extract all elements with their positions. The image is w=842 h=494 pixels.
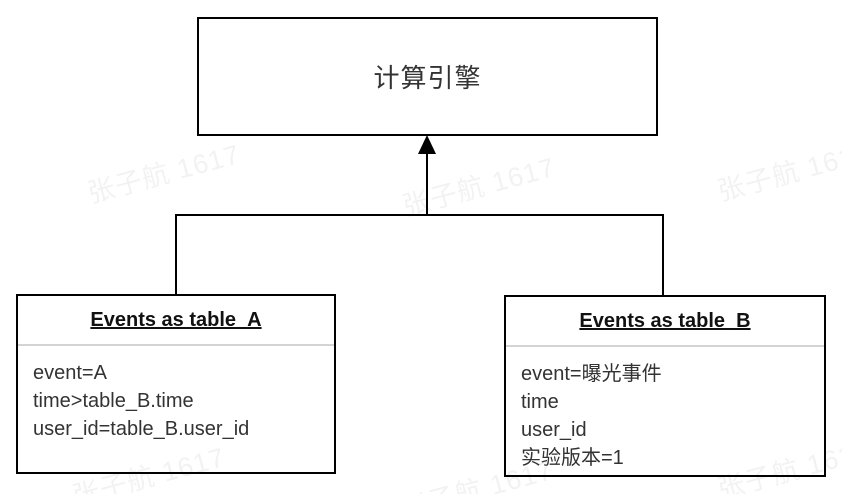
table-row: user_id=table_B.user_id <box>33 418 250 440</box>
connector-left-vertical-line <box>175 214 177 296</box>
table-row: time>table_B.time <box>33 390 194 412</box>
engine-node: 计算引擎 <box>197 17 658 136</box>
table-row: 实验版本=1 <box>521 447 624 469</box>
watermark-text: 张子航 1617 <box>714 137 842 207</box>
table-a-node: Events as table_A event=A time>table_B.t… <box>16 294 336 474</box>
table-a-title: Events as table_A <box>18 296 334 346</box>
engine-node-label: 计算引擎 <box>373 63 482 93</box>
arrow-up-icon <box>418 135 436 154</box>
connector-horizontal-line <box>175 214 664 216</box>
table-row: user_id <box>521 419 587 441</box>
arrow-shaft <box>426 152 428 216</box>
table-b-body: event=曝光事件 time user_id 实验版本=1 <box>506 347 824 472</box>
watermark-text: 张子航 1617 <box>399 152 559 222</box>
table-b-title: Events as table_B <box>506 297 824 347</box>
table-a-body: event=A time>table_B.time user_id=table_… <box>18 346 334 443</box>
table-b-node: Events as table_B event=曝光事件 time user_i… <box>504 295 826 477</box>
table-row: event=A <box>33 362 107 384</box>
connector-right-vertical-line <box>662 214 664 297</box>
table-row: time <box>521 391 559 413</box>
table-row: event=曝光事件 <box>521 363 662 385</box>
watermark-text: 张子航 1617 <box>84 139 244 209</box>
